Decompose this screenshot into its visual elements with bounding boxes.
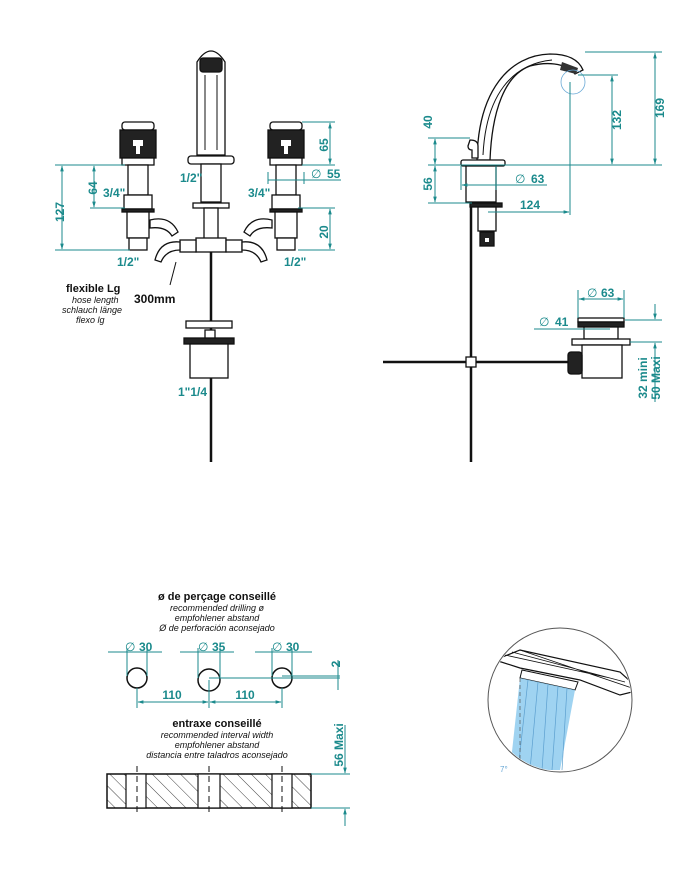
diameter-icon: ∅	[311, 167, 321, 181]
hose-line: schlauch länge	[62, 305, 122, 315]
drilling-line: Ø de perforación aconsejado	[158, 623, 275, 633]
svg-text:∅: ∅	[125, 640, 135, 654]
left-inlet: 1/2"	[117, 255, 139, 269]
hose-line: hose length	[72, 295, 119, 305]
hose-length: 300mm	[134, 292, 175, 306]
hole-diameter-center: 35	[212, 640, 226, 654]
aerator-detail: 7°	[487, 627, 633, 774]
right-thread: 3/4"	[248, 186, 270, 200]
svg-text:∅: ∅	[539, 315, 549, 329]
interval-line: empfohlener abstand	[175, 740, 261, 750]
spacing-left: 110	[162, 688, 182, 702]
drilling-line: recommended drilling ø	[170, 603, 265, 613]
right-inlet: 1/2"	[284, 255, 306, 269]
drain-range-max: 50 Maxi	[649, 356, 663, 399]
hole-diameter-left: 30	[139, 640, 153, 654]
dim-132: 132	[610, 110, 624, 130]
interval-title: entraxe conseillé	[172, 718, 261, 730]
right-handle	[243, 121, 305, 251]
drain-dim-41: 41	[555, 315, 569, 329]
svg-text:∅: ∅	[515, 172, 525, 186]
drilling-line: empfohlener abstand	[175, 613, 261, 623]
dim-127: 127	[53, 202, 67, 222]
hole-diameter-right: 30	[286, 640, 300, 654]
angle-label: 7°	[500, 765, 508, 774]
hose-line: flexo lg	[76, 315, 105, 325]
hose-title: flexible Lg	[66, 283, 120, 295]
countertop-section	[106, 766, 312, 816]
interval-line: distancia entre taladros aconsejado	[146, 750, 288, 760]
spout-thread: 1/2"	[180, 171, 202, 185]
dim-55: 55	[327, 167, 341, 181]
spout	[187, 50, 235, 249]
side-view: 169 132 40 56 ∅ 63 124 ∅ 63 ∅ 41 32 mini…	[383, 51, 667, 462]
svg-text:∅: ∅	[198, 640, 208, 654]
hole-left	[126, 667, 148, 689]
svg-text:∅: ∅	[272, 640, 282, 654]
front-view: 127 64 65 20 ∅ 55 1/2" 3/4" 3/4" 1/2" 1/…	[53, 50, 341, 462]
dim-65: 65	[317, 138, 331, 152]
svg-text:∅: ∅	[587, 286, 597, 300]
dim-40: 40	[421, 115, 435, 129]
left-handle	[119, 121, 179, 251]
drilling-diagram: ø de perçage conseillé recommended drill…	[106, 591, 350, 826]
dim-20: 20	[317, 225, 331, 239]
front-dimensions	[55, 121, 341, 286]
hose-connectors	[154, 237, 268, 263]
drilling-title: ø de perçage conseillé	[158, 591, 276, 603]
dim-64: 64	[86, 181, 100, 195]
drain-unit	[183, 320, 235, 379]
drain-thread: 1"1/4	[178, 385, 207, 399]
dim-124: 124	[520, 198, 540, 212]
dim-56: 56	[421, 177, 435, 191]
drain-dim-63: 63	[601, 286, 615, 300]
side-dimensions	[428, 51, 662, 402]
interval-line: recommended interval width	[161, 730, 274, 740]
spacing-right: 110	[235, 688, 255, 702]
dim-169: 169	[653, 98, 667, 118]
drain-range-min: 32 mini	[636, 357, 650, 398]
interval-max: 56 Maxi	[332, 723, 346, 766]
dim-63: 63	[531, 172, 545, 186]
dim-offset: 2	[329, 660, 343, 667]
left-thread: 3/4"	[103, 186, 125, 200]
